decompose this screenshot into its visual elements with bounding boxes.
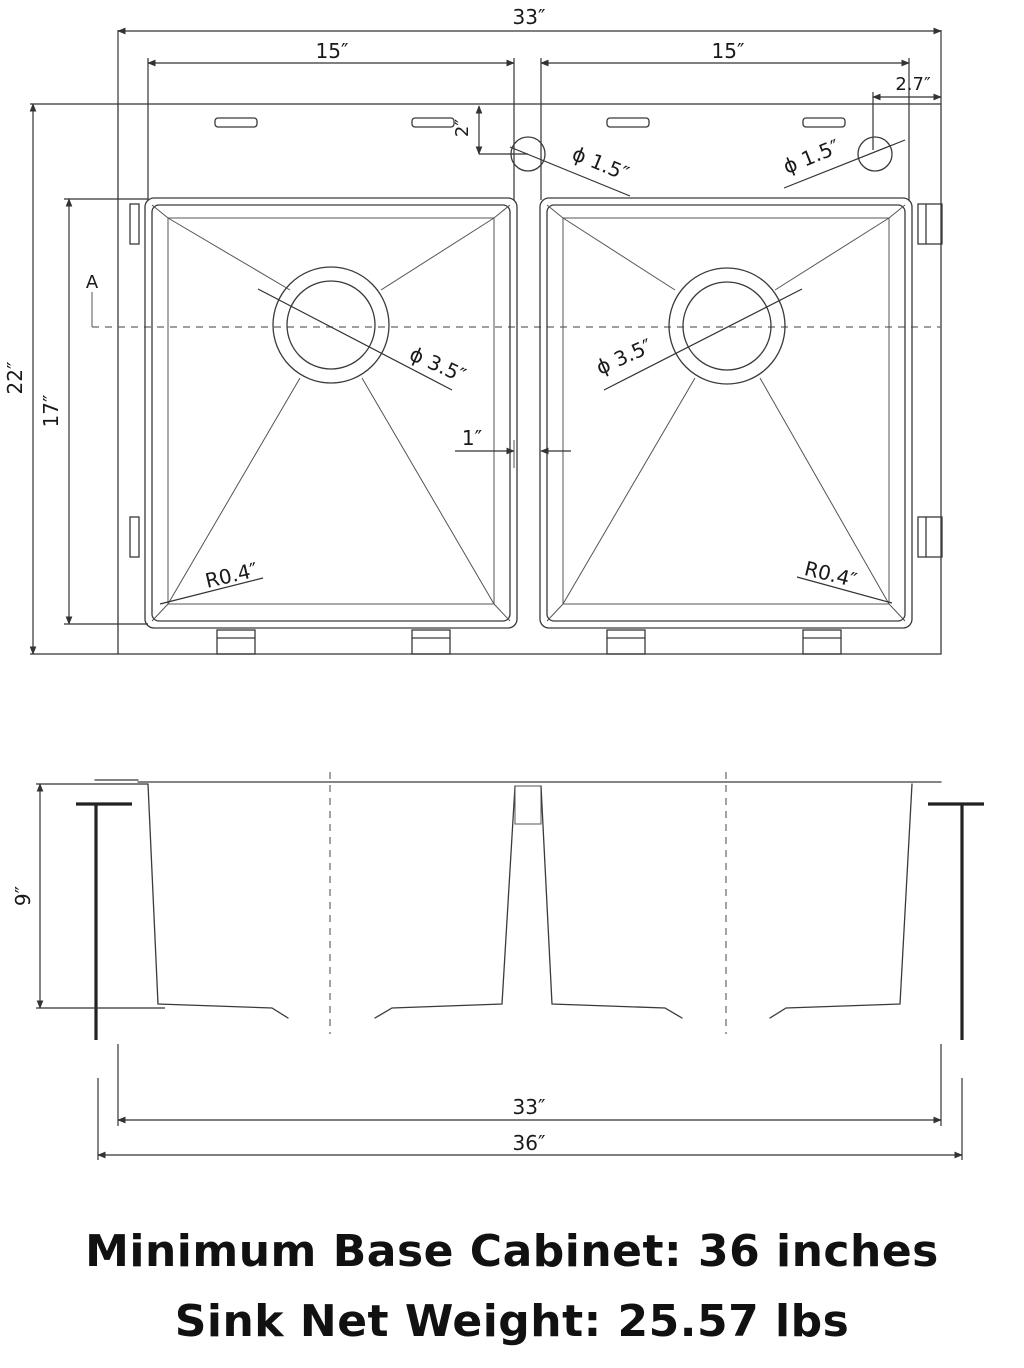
label-cabinet-width: 36″ <box>513 1131 546 1155</box>
caption-minimum-cabinet: Minimum Base Cabinet: 36 inches <box>85 1226 939 1277</box>
label-drain-right: ϕ 3.5″ <box>592 334 656 380</box>
mounting-clips-bottom <box>216 629 842 655</box>
side-view: 9″ 33″ 36″ <box>11 772 984 1160</box>
label-overall-depth: 22″ <box>3 362 27 395</box>
right-bowl: ϕ 3.5″ R0.4″ <box>539 197 913 629</box>
label-left-bowl-width: 15″ <box>316 39 349 63</box>
drain-right <box>668 267 786 385</box>
cabinet-wall-left <box>76 802 132 1040</box>
mounting-clips-side <box>129 203 943 558</box>
label-corner-radius-right: R0.4″ <box>802 556 859 592</box>
label-right-bowl-width: 15″ <box>712 39 745 63</box>
label-drain-left: ϕ 3.5″ <box>406 342 470 388</box>
label-divider-width: 1″ <box>462 426 482 450</box>
label-bowl-height: 9″ <box>11 886 35 906</box>
label-faucet-hole-left: ϕ 1.5″ <box>569 141 633 185</box>
top-view: 33″ 15″ 15″ 2.7″ 2″ <box>3 5 943 655</box>
left-bowl-profile <box>147 783 289 1019</box>
left-bowl: ϕ 3.5″ R0.4″ <box>144 197 518 629</box>
faucet-hole-left <box>510 136 546 172</box>
cabinet-wall-right <box>928 802 984 1040</box>
label-faucet-offset-right: 2.7″ <box>895 74 931 95</box>
caption-net-weight: Sink Net Weight: 25.57 lbs <box>174 1296 850 1347</box>
label-faucet-offset-top: 2″ <box>452 119 473 137</box>
label-sink-width: 33″ <box>513 1095 546 1119</box>
label-corner-radius-left: R0.4″ <box>203 558 260 593</box>
right-bowl-profile <box>540 785 683 1019</box>
sink-outline <box>117 103 942 655</box>
label-faucet-hole-right: ϕ 1.5″ <box>780 134 844 178</box>
label-section-marker: A <box>86 272 99 293</box>
label-overall-width: 33″ <box>513 5 546 29</box>
label-bowl-depth: 17″ <box>39 395 63 428</box>
drain-left <box>272 266 390 384</box>
faucet-hole-right <box>857 136 893 172</box>
mounting-clips-top <box>214 117 846 128</box>
